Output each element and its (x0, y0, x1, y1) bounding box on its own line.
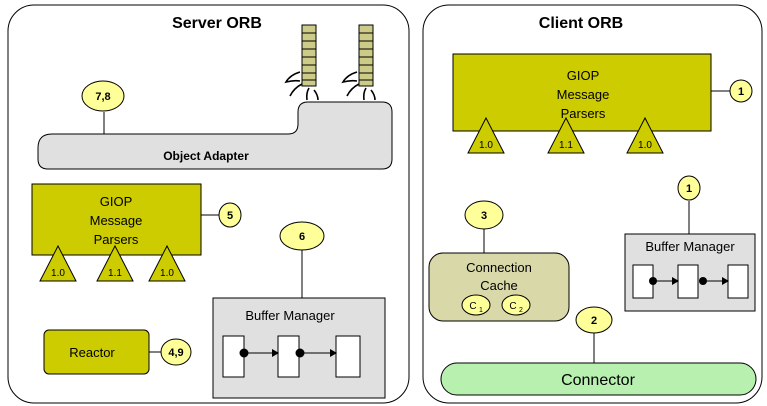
svg-text:C: C (509, 301, 516, 312)
svg-text:2: 2 (591, 315, 597, 327)
client-buffer-manager-label: Buffer Manager (645, 239, 735, 254)
object-adapter-box (37, 101, 393, 170)
client-giop-version-1-1: 1.1 (547, 116, 585, 154)
connection-cache-line1: Connection (466, 260, 532, 275)
badge-1-giop: 1 (729, 79, 753, 103)
server-orb-panel: Server ORB (7, 4, 410, 404)
reactor-label: Reactor (69, 345, 115, 360)
server-orb-title: Server ORB (172, 15, 262, 32)
server-buffer-chain (222, 335, 361, 378)
client-orb-title: Client ORB (539, 15, 623, 32)
svg-text:1.0: 1.0 (51, 268, 65, 279)
svg-text:6: 6 (299, 231, 305, 243)
badge-5: 5 (218, 202, 242, 228)
svg-text:1: 1 (479, 307, 483, 314)
svg-text:1: 1 (738, 86, 744, 98)
badge-7-8: 7,8 (81, 80, 125, 112)
connector-box (440, 362, 757, 396)
server-giop-version-1-0-b: 1.0 (148, 244, 186, 282)
request-queue-left (301, 24, 317, 87)
server-giop-line1: GIOP (100, 194, 133, 209)
badge-4-9: 4,9 (160, 338, 192, 366)
client-giop-line2: Message (557, 87, 610, 102)
svg-text:1.1: 1.1 (559, 140, 573, 151)
server-giop-line2: Message (90, 213, 143, 228)
client-giop-parsers-box (452, 53, 712, 132)
badge-2: 2 (575, 306, 613, 334)
connection-c1: C 1 (461, 294, 491, 316)
server-giop-version-1-1: 1.1 (96, 244, 134, 282)
thread-squiggles (284, 71, 376, 101)
svg-text:1.0: 1.0 (160, 268, 174, 279)
request-queue-right (358, 24, 374, 87)
svg-text:4,9: 4,9 (168, 347, 183, 359)
server-giop-line3: Parsers (94, 232, 139, 247)
client-buffer-chain (632, 264, 749, 299)
object-adapter-label: Object Adapter (163, 149, 249, 163)
client-giop-line3: Parsers (561, 106, 606, 121)
server-giop-version-1-0-a: 1.0 (39, 244, 77, 282)
svg-text:2: 2 (519, 307, 523, 314)
svg-text:3: 3 (481, 210, 487, 222)
svg-text:5: 5 (227, 210, 233, 222)
client-giop-line1: GIOP (567, 68, 600, 83)
client-giop-version-1-0-b: 1.0 (626, 116, 664, 154)
server-buffer-manager-label: Buffer Manager (245, 308, 335, 323)
svg-text:1.1: 1.1 (108, 268, 122, 279)
svg-text:1: 1 (686, 183, 692, 195)
server-giop-parsers-box (31, 183, 202, 256)
connector-label: Connector (561, 372, 635, 389)
client-orb-panel: Client ORB GIOP Message Parsers 1.0 1.1 … (422, 4, 763, 404)
client-giop-version-1-0-a: 1.0 (467, 116, 505, 154)
badge-1-buffer: 1 (677, 175, 701, 201)
svg-text:1.0: 1.0 (638, 140, 652, 151)
badge-3: 3 (464, 200, 504, 230)
connection-cache-line2: Cache (480, 278, 518, 293)
svg-text:C: C (469, 301, 476, 312)
svg-text:7,8: 7,8 (95, 91, 110, 103)
badge-6: 6 (279, 221, 325, 251)
svg-text:1.0: 1.0 (479, 140, 493, 151)
connection-c2: C 2 (501, 294, 531, 316)
